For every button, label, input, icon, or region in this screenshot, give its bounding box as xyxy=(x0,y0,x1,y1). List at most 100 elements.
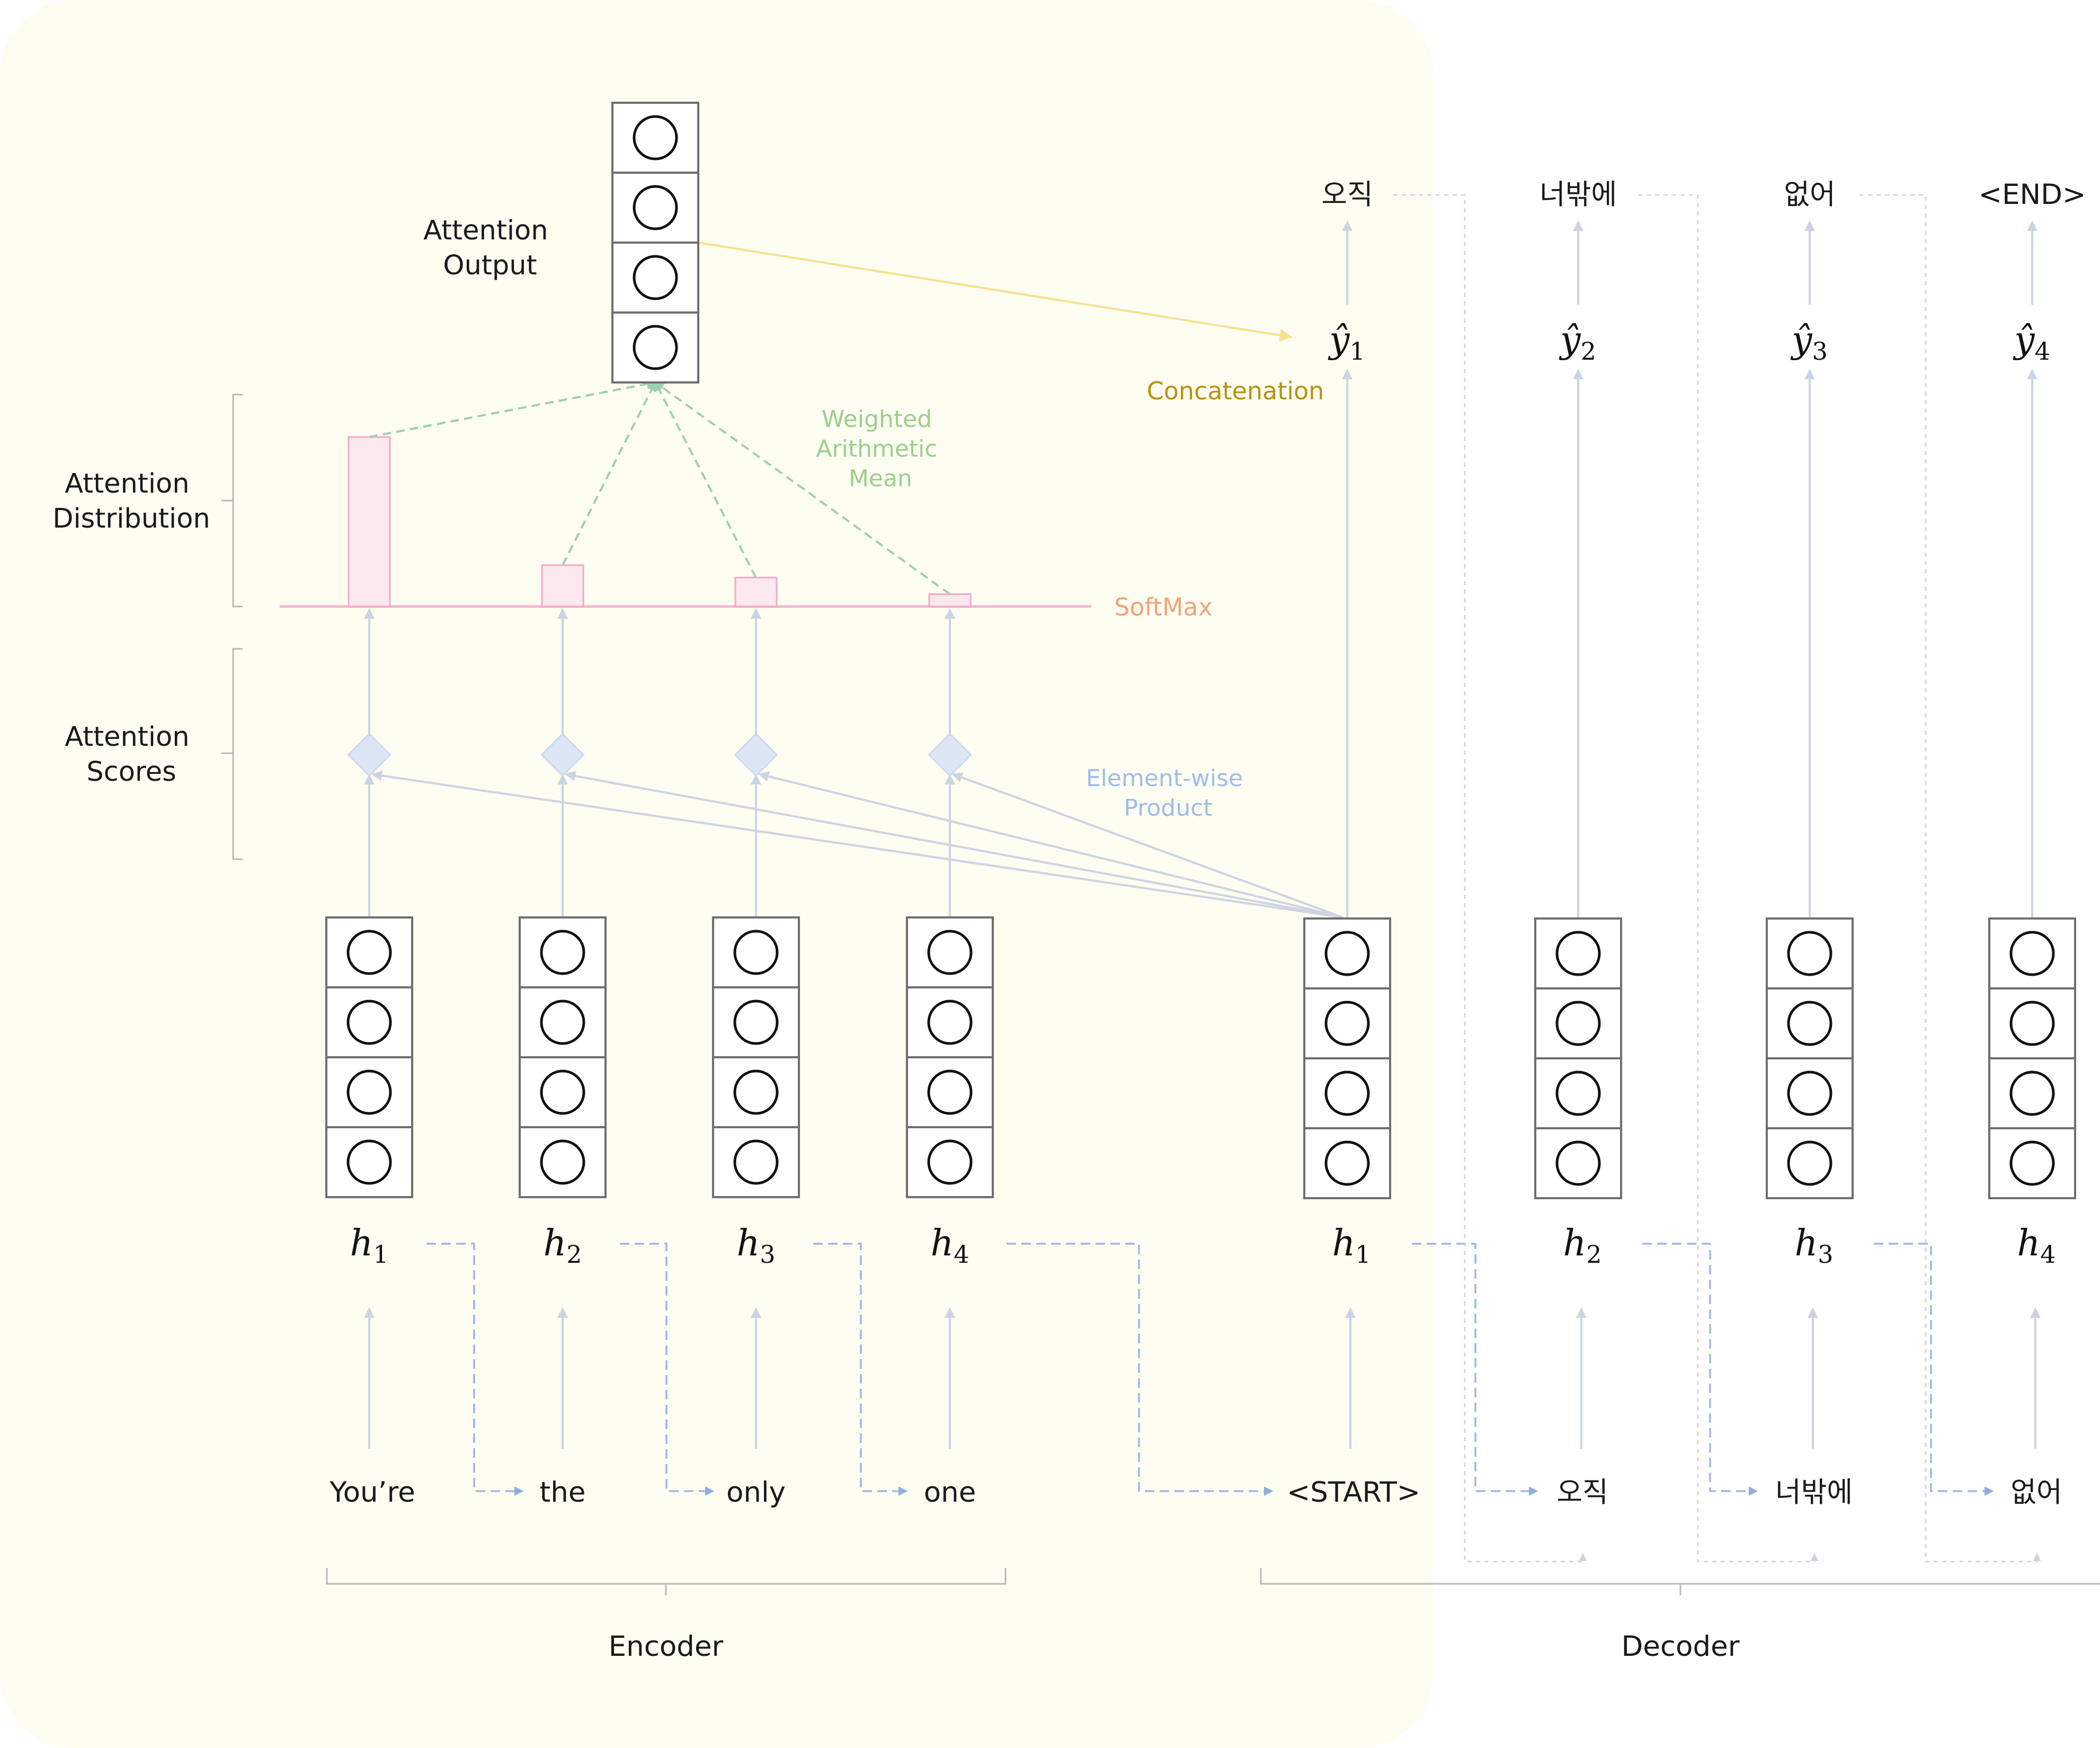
neuron xyxy=(540,930,585,975)
vector-cell xyxy=(1303,1127,1391,1199)
prediction-label: ŷ3 xyxy=(1790,319,1828,365)
vector-cell xyxy=(1534,917,1622,989)
decoder-output-token: 너밖에 xyxy=(1540,179,1617,211)
neuron xyxy=(346,1139,392,1185)
neuron xyxy=(733,1000,779,1045)
elementwise-product-node xyxy=(928,733,972,777)
query-to-score-arrow xyxy=(565,771,1343,918)
query-to-score-arrow xyxy=(371,770,1343,918)
elementwise-product-node xyxy=(347,733,391,777)
neuron xyxy=(1555,1071,1601,1116)
neuron xyxy=(2009,1140,2055,1186)
neuron xyxy=(733,1139,779,1185)
neuron xyxy=(633,185,678,230)
hidden-state-pass-arrow xyxy=(1642,1243,1758,1496)
vector-cell xyxy=(325,1056,413,1128)
scores-bracket xyxy=(221,648,243,860)
neuron xyxy=(1555,931,1601,976)
encoder-hidden-label: h2 xyxy=(543,1223,582,1269)
vector-cell xyxy=(519,1126,607,1198)
decoder-output-token: <END> xyxy=(1979,179,2086,211)
vector-cell xyxy=(1766,987,1854,1059)
hidden-state-pass-arrow xyxy=(1874,1243,1994,1496)
decoder-vector-3 xyxy=(1766,917,1854,1199)
encoder-vector-1 xyxy=(325,916,413,1198)
attention-distribution-label: Attention Distribution xyxy=(52,468,210,534)
neuron xyxy=(927,930,973,975)
encoder-vector-4 xyxy=(906,916,994,1198)
prediction-label: ŷ4 xyxy=(2013,319,2050,365)
vector-cell xyxy=(1988,1127,2076,1199)
prediction-label: ŷ1 xyxy=(1328,319,1365,365)
vector-cell xyxy=(1988,987,2076,1059)
neuron xyxy=(633,325,678,370)
weighted-mean-label: Weighted Arithmetic Mean xyxy=(816,406,945,492)
vector-cell xyxy=(1988,1057,2076,1129)
vector-cell xyxy=(325,916,413,988)
concatenation-arrow xyxy=(698,242,1293,342)
decoder-hidden-label: h4 xyxy=(2017,1223,2055,1269)
decoder-output-token: 오직 xyxy=(1321,179,1373,211)
weighted-mean-arrow xyxy=(654,380,757,578)
encoder-hidden-label: h4 xyxy=(930,1223,969,1269)
vector-cell xyxy=(906,986,994,1058)
vector-cell xyxy=(712,1056,800,1128)
neuron xyxy=(1324,1001,1370,1046)
decoder-input-token: <START> xyxy=(1287,1476,1420,1509)
encoder-panel xyxy=(0,0,1433,1748)
neuron xyxy=(540,1000,585,1045)
vector-cell xyxy=(325,986,413,1058)
neuron xyxy=(1787,1001,1832,1046)
neuron xyxy=(1555,1001,1601,1046)
elementwise-product-node xyxy=(540,733,585,777)
encoder-input-token: You’re xyxy=(329,1476,415,1509)
neuron xyxy=(1324,1071,1370,1116)
neuron xyxy=(346,930,392,975)
encoder-hidden-label: h3 xyxy=(736,1223,775,1269)
decoder-input-token: 없어 xyxy=(2010,1476,2062,1509)
neuron xyxy=(2009,1001,2055,1046)
neuron xyxy=(1324,931,1370,976)
decoder-bracket xyxy=(1260,1568,2100,1595)
vector-cell xyxy=(906,916,994,988)
decoder-hidden-label: h3 xyxy=(1794,1223,1833,1269)
neuron xyxy=(633,255,678,300)
vector-cell xyxy=(1303,987,1391,1059)
vector-cell xyxy=(712,916,800,988)
neuron xyxy=(633,115,678,160)
encoder-label: Encoder xyxy=(609,1630,724,1663)
decoder-vector-4 xyxy=(1988,917,2076,1199)
distribution-bracket xyxy=(221,394,243,608)
attention-weight-bar xyxy=(348,436,391,608)
encoder-input-token: only xyxy=(726,1476,786,1509)
neuron xyxy=(1787,1071,1832,1116)
neuron xyxy=(346,1000,392,1045)
hidden-state-pass-arrow xyxy=(426,1243,524,1496)
encoder-input-token: the xyxy=(540,1476,586,1509)
encoder-input-token: one xyxy=(924,1476,976,1509)
vector-cell xyxy=(519,916,607,988)
neuron xyxy=(540,1139,585,1185)
neuron xyxy=(927,1139,973,1185)
decoder-hidden-label: h1 xyxy=(1332,1223,1371,1269)
neuron xyxy=(1324,1140,1370,1186)
neuron xyxy=(733,1069,779,1115)
encoder-vector-2 xyxy=(519,916,607,1198)
vector-cell xyxy=(906,1126,994,1198)
vector-cell xyxy=(1988,917,2076,989)
attention-scores-label: Attention Scores xyxy=(65,721,198,788)
prediction-label: ŷ2 xyxy=(1559,319,1596,365)
attention-output-label: Attention Output xyxy=(423,215,557,281)
output-feedback-loop xyxy=(1859,194,2041,1563)
neuron xyxy=(346,1069,392,1115)
vector-cell xyxy=(519,1056,607,1128)
elementwise-product-node xyxy=(734,733,778,777)
vector-cell xyxy=(1766,1057,1854,1129)
neuron xyxy=(927,1069,973,1115)
decoder-vector-2 xyxy=(1534,917,1622,1199)
decoder-output-token: 없어 xyxy=(1784,179,1836,211)
vector-cell xyxy=(611,172,699,244)
output-feedback-loop xyxy=(1638,194,1819,1563)
vector-cell xyxy=(1534,1127,1622,1199)
